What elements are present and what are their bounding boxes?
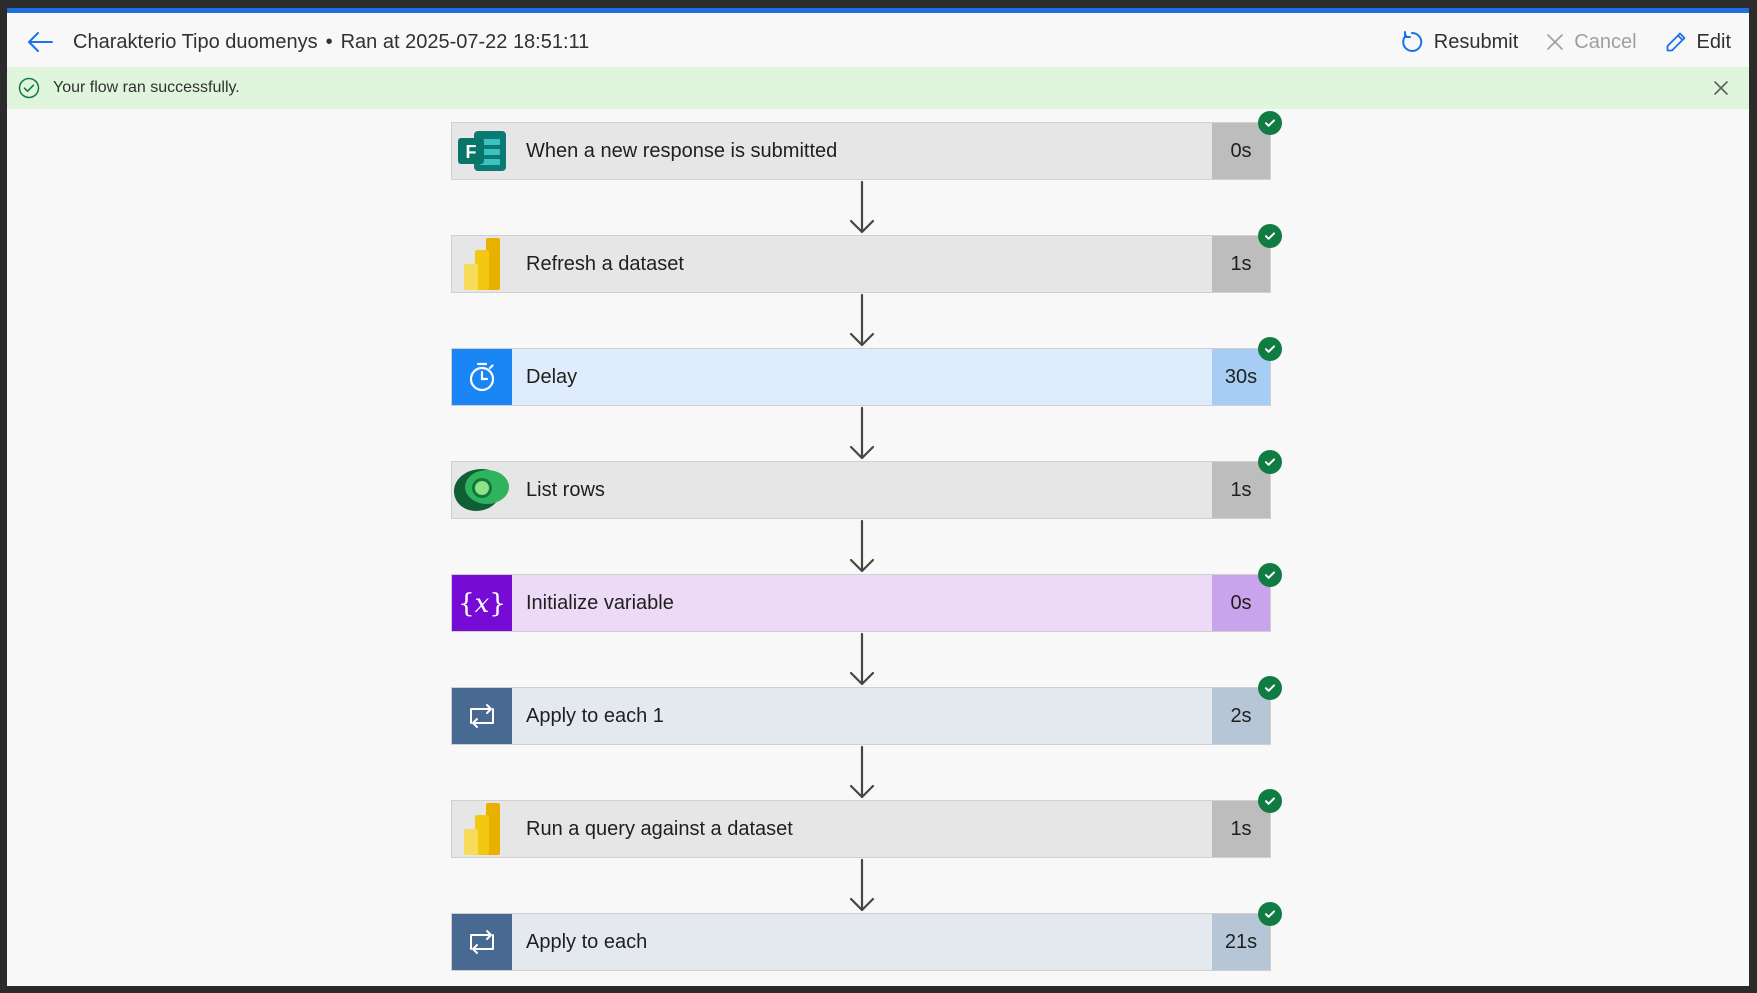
loop-icon	[452, 688, 512, 744]
connector-arrow-icon	[849, 745, 875, 799]
banner-message: Your flow ran successfully.	[53, 79, 240, 96]
flow-step[interactable]: Apply to each 21s	[451, 902, 1282, 971]
flow-step[interactable]: {x} Initialize variable 0s	[451, 563, 1282, 632]
svg-text:F: F	[466, 142, 477, 162]
pencil-icon	[1666, 32, 1685, 52]
edit-button[interactable]: Edit	[1665, 31, 1731, 54]
arrow-left-icon	[28, 32, 53, 52]
success-check-icon	[1258, 224, 1282, 248]
header-actions: Resubmit Cancel Edit	[1400, 13, 1731, 71]
success-check-icon	[1258, 789, 1282, 813]
success-check-icon	[1258, 337, 1282, 361]
flow-step[interactable]: List rows 1s	[451, 450, 1282, 519]
back-button[interactable]	[17, 19, 63, 65]
header: Charakterio Tipo duomenys • Ran at 2025-07…	[7, 13, 1749, 71]
step-duration: 2s	[1212, 688, 1270, 744]
flow-step[interactable]: Refresh a dataset 1s	[451, 224, 1282, 293]
step-duration: 30s	[1212, 349, 1270, 405]
connector-arrow-icon	[849, 406, 875, 460]
step-duration: 21s	[1212, 914, 1270, 970]
step-duration: 1s	[1212, 462, 1270, 518]
flow-step[interactable]: F When a new response is submitted 0s	[451, 111, 1282, 180]
timer-icon	[452, 349, 512, 405]
connector-arrow-icon	[849, 858, 875, 912]
success-check-icon	[1258, 902, 1282, 926]
flow-step[interactable]: Delay 30s	[451, 337, 1282, 406]
success-check-icon	[1258, 563, 1282, 587]
variable-icon: {x}	[452, 575, 512, 631]
step-label: Refresh a dataset	[526, 252, 684, 275]
refresh-icon	[1402, 31, 1422, 52]
connector-arrow-icon	[849, 632, 875, 686]
step-label: Apply to each 1	[526, 704, 664, 727]
forms-icon: F	[452, 123, 512, 179]
step-label: When a new response is submitted	[526, 139, 838, 162]
connector-arrow-icon	[849, 180, 875, 234]
flow-name: Charakterio Tipo duomenys	[73, 30, 318, 53]
success-check-icon	[1258, 676, 1282, 700]
step-label: Run a query against a dataset	[526, 817, 793, 840]
svg-text:{x}: {x}	[458, 589, 506, 619]
edit-label: Edit	[1696, 30, 1731, 53]
resubmit-label: Resubmit	[1433, 30, 1519, 53]
connector-arrow-icon	[849, 519, 875, 573]
resubmit-button[interactable]: Resubmit	[1400, 30, 1518, 54]
step-label: Delay	[526, 365, 578, 388]
page-title: Charakterio Tipo duomenys • Ran at 2025-07…	[73, 31, 589, 54]
cancel-label: Cancel	[1574, 30, 1637, 53]
loop-icon	[452, 914, 512, 970]
flow-step[interactable]: Apply to each 1 2s	[451, 676, 1282, 745]
step-label: Initialize variable	[526, 591, 674, 614]
run-info: Ran at 2025-07-22 18:51:11	[340, 30, 590, 53]
close-icon	[1714, 81, 1728, 95]
connector-arrow-icon	[849, 293, 875, 347]
success-check-icon	[1258, 111, 1282, 135]
cancel-button[interactable]: Cancel	[1546, 30, 1637, 54]
powerbi-icon	[452, 801, 512, 857]
close-icon	[1547, 34, 1564, 50]
powerbi-icon	[452, 236, 512, 292]
title-separator: •	[325, 30, 333, 53]
step-duration: 0s	[1212, 123, 1270, 179]
flow-run-window: Charakterio Tipo duomenys • Ran at 2025-07…	[7, 8, 1749, 986]
step-duration: 1s	[1212, 236, 1270, 292]
dataverse-icon	[452, 462, 512, 518]
step-duration: 0s	[1212, 575, 1270, 631]
flow-step[interactable]: Run a query against a dataset 1s	[451, 789, 1282, 858]
success-check-icon	[1258, 450, 1282, 474]
step-label: List rows	[526, 478, 605, 501]
check-circle-icon	[17, 76, 41, 100]
success-banner: Your flow ran successfully.	[7, 67, 1749, 109]
step-duration: 1s	[1212, 801, 1270, 857]
top-accent-bar	[7, 8, 1749, 13]
step-label: Apply to each	[526, 930, 648, 953]
banner-close-button[interactable]	[1709, 76, 1733, 100]
